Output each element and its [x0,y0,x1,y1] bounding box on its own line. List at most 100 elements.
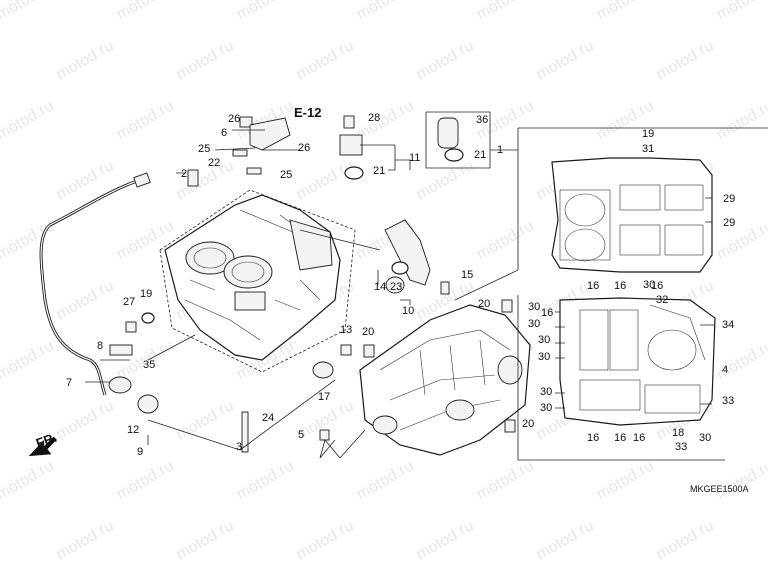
callout-19: 19 [642,128,654,140]
callout-32: 32 [656,294,668,306]
watermark-text: motod.ru [0,457,57,503]
watermark-text: motod.ru [114,0,177,23]
watermark-text: motod.ru [54,277,117,323]
watermark-text: motod.ru [474,217,537,263]
small-parts [109,115,516,453]
callout-25: 25 [280,169,292,181]
watermark-text: motod.ru [234,457,297,503]
callout-30: 30 [643,279,655,291]
callout-15: 15 [461,269,473,281]
watermark-text: motod.ru [54,397,117,443]
callout-9: 9 [137,446,143,458]
watermark-text: motod.ru [174,157,237,203]
callout-16: 16 [614,280,626,292]
callout-16: 16 [587,432,599,444]
callout-13: 13 [340,324,352,336]
callout-25: 25 [198,143,210,155]
watermark-text: motod.ru [0,337,57,383]
callout-16: 16 [633,432,645,444]
callout-12: 12 [127,424,139,436]
callout-10: 10 [402,305,414,317]
callout-30: 30 [528,301,540,313]
callout-28: 28 [368,112,380,124]
callout-16: 16 [541,307,553,319]
callout-27: 27 [123,296,135,308]
callout-21: 21 [474,149,486,161]
callout-36: 36 [476,114,488,126]
watermark-text: motod.ru [114,457,177,503]
watermark-text: motod.ru [414,157,477,203]
callout-3: 3 [236,441,242,453]
callout-20: 20 [362,326,374,338]
upper-crankcase [159,189,356,373]
callout-5: 5 [298,429,304,441]
callout-31: 31 [642,143,654,155]
callout-30: 30 [540,402,552,414]
callout-35: 35 [143,359,155,371]
watermark-text: motod.ru [294,517,357,563]
callout-30: 30 [538,351,550,363]
callout-8: 8 [97,340,103,352]
callout-30: 30 [540,386,552,398]
watermark-text: motod.ru [714,337,768,383]
watermark-text: motod.ru [414,37,477,83]
upper-case-top-view [454,127,768,301]
watermark-text: motod.ru [234,0,297,23]
callout-17: 17 [318,391,330,403]
watermark-text: motod.ru [54,157,117,203]
lower-case-bottom-view [517,295,725,461]
watermark-text: motod.ru [534,517,597,563]
watermark-text: motod.ru [534,37,597,83]
callout-11: 11 [409,152,420,164]
callout-26: 26 [228,113,240,125]
watermark-text: motod.ru [174,37,237,83]
watermark-text: motod.ru [294,157,357,203]
watermark-text: motod.ru [594,457,657,503]
callout-29: 29 [723,217,735,229]
callout-16: 16 [651,280,663,292]
callout-30: 30 [699,432,711,444]
watermark-text: motod.ru [714,97,768,143]
callout-29: 29 [723,193,735,205]
watermark-text: motod.ru [174,517,237,563]
callout-30: 30 [538,334,550,346]
callout-33: 33 [722,395,734,407]
watermark-text: motod.ru [414,517,477,563]
watermark-text: motod.ru [54,37,117,83]
watermark-text: motod.ru [54,517,117,563]
leader-lines [85,111,715,459]
direction-label: FR. [34,430,59,451]
callout-2: 2 [181,168,187,180]
watermark-text: motod.ru [294,37,357,83]
watermark-text: motod.ru [0,97,57,143]
reference-label: E-12 [294,105,321,120]
watermark-text: motod.ru [354,457,417,503]
callout-1: 1 [497,144,503,156]
watermark-text: motod.ru [354,97,417,143]
watermark-text: motod.ru [654,37,717,83]
front-direction-arrow [28,436,57,457]
watermark-text: motod.ru [0,0,57,23]
callout-7: 7 [66,377,72,389]
watermark-text: motod.ru [654,517,717,563]
callout-6: 6 [221,127,227,139]
watermark-text: motod.ru [714,457,768,503]
callout-22: 22 [208,157,220,169]
callout-21: 21 [373,165,385,177]
callout-20: 20 [478,298,490,310]
callout-4: 4 [722,364,728,376]
callout-19: 19 [140,288,152,300]
diagram-code: MKGEE1500A [690,484,749,494]
callout-18: 18 [672,427,684,439]
watermark-text: motod.ru [354,0,417,23]
callout-20: 20 [522,418,534,430]
callout-34: 34 [722,319,734,331]
callout-16: 16 [587,280,599,292]
callout-14: 14 [374,281,386,293]
watermark-text: motod.ru [714,0,768,23]
callout-23: 23 [390,281,402,293]
lower-crankcase [359,304,531,456]
watermark-text: motod.ru [0,217,57,263]
